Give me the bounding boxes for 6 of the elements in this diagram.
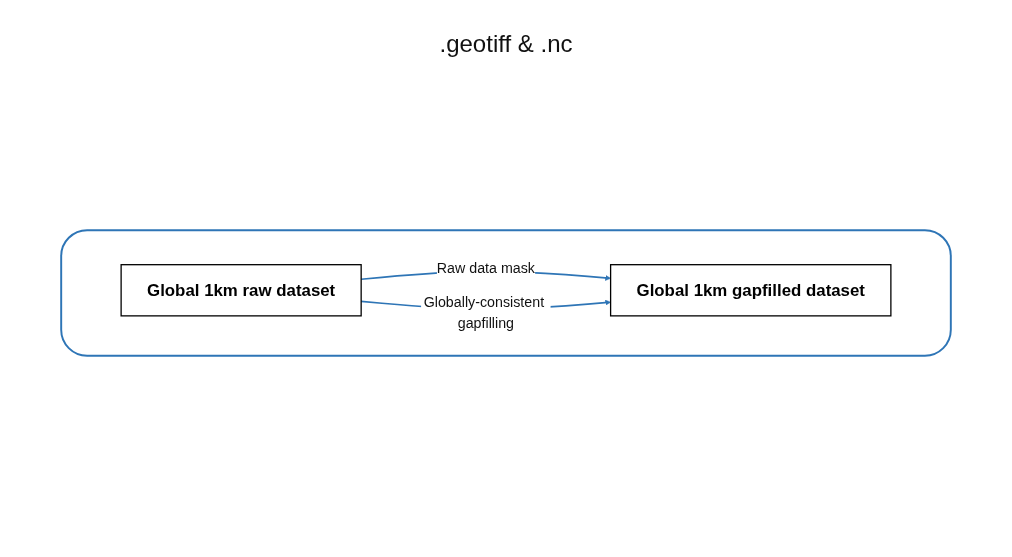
node-box: Global 1km raw dataset	[120, 263, 362, 317]
cluster	[60, 228, 952, 357]
format-note: .geotiff & .nc	[439, 29, 573, 58]
node-box: Global 1km gapfilled dataset	[609, 263, 892, 317]
edge-label: Globally-consistent gapfilling	[423, 293, 545, 332]
edge-label: Raw data mask	[436, 259, 536, 276]
